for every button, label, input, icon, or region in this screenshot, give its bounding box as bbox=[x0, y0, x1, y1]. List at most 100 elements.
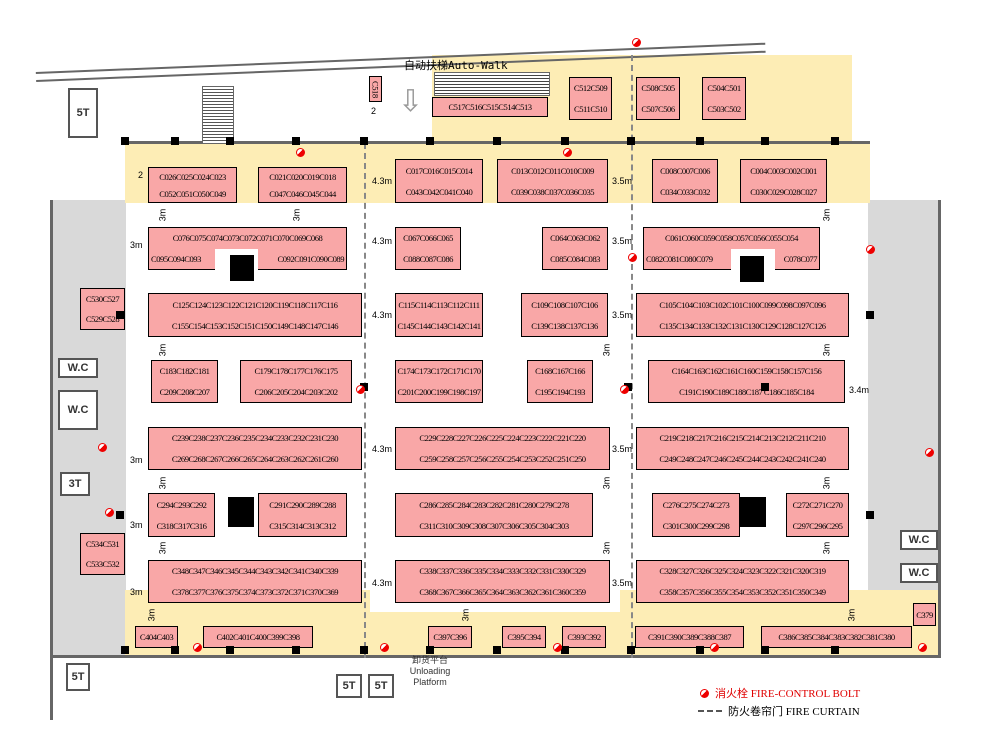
booth-row-top: C164C163C162C161C160C159C158C157C156 bbox=[671, 366, 822, 377]
pillar bbox=[226, 646, 234, 654]
booth-row-bottom: C507C506 bbox=[641, 103, 675, 114]
booth-row-bottom: C503C502 bbox=[707, 103, 741, 114]
booth-row-top: C125C124C123C122C121C120C119C118C117C116 bbox=[172, 299, 338, 310]
booth-block[interactable]: C386C385C384C383C382C381C380 bbox=[761, 626, 912, 648]
booth-row-bottom: C297C296C295 bbox=[792, 520, 843, 531]
aisle-width-label: 3.5m bbox=[612, 444, 633, 454]
pillar bbox=[426, 137, 434, 145]
fire-bolt-icon bbox=[356, 385, 365, 394]
aisle-width-label: 3m bbox=[130, 455, 143, 465]
booth-block[interactable]: C391C390C389C388C387 bbox=[635, 626, 744, 648]
booth-row-bottom: C201C200C199C198C197 bbox=[397, 386, 481, 397]
auto-walk bbox=[434, 72, 550, 96]
booth-row-bottom: C311C310C309C308C307C306C305C304C303 bbox=[419, 520, 569, 531]
booth-row-top: C393C392 bbox=[567, 632, 601, 642]
booth-block[interactable]: C328C327C326C325C324C323C322C321C320C319… bbox=[636, 560, 849, 603]
pillar bbox=[627, 646, 635, 654]
booth-block[interactable]: C517C516C515C514C513 bbox=[432, 97, 548, 117]
aisle-width-label: 4.3m bbox=[372, 578, 393, 588]
pillar bbox=[831, 137, 839, 145]
booth-block[interactable]: C404C403 bbox=[135, 626, 178, 648]
aisle-width-label: 3m bbox=[157, 343, 168, 357]
fire-bolt-icon bbox=[105, 508, 114, 517]
booth-row-top: C061C060C059C058C057C056C055C054 bbox=[665, 233, 798, 244]
booth-row-top: C076C075C074C073C072C071C070C069C068 bbox=[172, 233, 323, 244]
fire-bolt-icon bbox=[563, 148, 572, 157]
unloading-cn: 卸货平台 bbox=[411, 655, 448, 665]
booth-block[interactable]: C518 bbox=[369, 76, 382, 102]
booth-row-bottom: C088C087C086 bbox=[403, 253, 453, 264]
booth-row-top: C064C063C062 bbox=[550, 233, 600, 244]
fire-curtain-icon bbox=[698, 710, 722, 712]
booth-row-bottom: C043C042C041C040 bbox=[405, 186, 473, 197]
aisle-width-label: 3m bbox=[157, 208, 168, 222]
booth-block[interactable]: C348C347C346C345C344C343C342C341C340C339… bbox=[148, 560, 362, 603]
booth-block[interactable]: C239C238C237C236C235C234C233C232C231C230… bbox=[148, 427, 362, 470]
booth-row-bottom: C135C134C133C132C131C130C129C128C127C126 bbox=[659, 320, 826, 331]
booth-block[interactable]: C393C392 bbox=[562, 626, 606, 648]
booth-block[interactable]: C219C218C217C216C215C214C213C212C211C210… bbox=[636, 427, 849, 470]
booth-block[interactable]: C402C401C400C399C398 bbox=[203, 626, 313, 648]
booth-row-top: C348C347C346C345C344C343C342C341C340C339 bbox=[171, 566, 339, 577]
booth-block[interactable]: C379 bbox=[913, 603, 936, 626]
aisle-width-label: 3m bbox=[157, 541, 168, 555]
aisle-width-label: 4.3m bbox=[372, 444, 393, 454]
booth-row-top: C512C509 bbox=[573, 83, 608, 94]
bottom-wall bbox=[52, 655, 940, 658]
pillar bbox=[561, 646, 569, 654]
booth-block[interactable]: C338C337C336C335C334C333C332C331C330C329… bbox=[395, 560, 610, 603]
fire-curtain-line bbox=[631, 55, 633, 658]
fire-bolt-icon bbox=[918, 643, 927, 652]
booth-block[interactable]: C125C124C123C122C121C120C119C118C117C116… bbox=[148, 293, 362, 337]
aisle-width-label: 3m bbox=[460, 608, 471, 622]
right-wall bbox=[938, 200, 941, 658]
booth-row-top: C379 bbox=[916, 609, 933, 620]
booth-block[interactable]: C397C396 bbox=[428, 626, 472, 648]
booth-row-bottom: C368C367C366C365C364C363C362C361C360C359 bbox=[419, 586, 586, 597]
booth-row-top: C291C290C289C288 bbox=[269, 499, 336, 510]
aisle-width-label: 2 bbox=[371, 106, 377, 116]
elevator-5t: 5T bbox=[368, 674, 394, 698]
pillar bbox=[493, 646, 501, 654]
booth-block[interactable]: C395C394 bbox=[502, 626, 546, 648]
fire-bolt-icon bbox=[98, 443, 107, 452]
booth-row-bottom: C145C144C143C142C141 bbox=[397, 320, 481, 331]
pillar bbox=[561, 137, 569, 145]
booth-row-bottom: C511C510 bbox=[574, 103, 607, 114]
booth-row-top: C286C285C284C283C282C281C280C279C278 bbox=[419, 499, 569, 510]
elevator-5t: 5T bbox=[66, 663, 90, 691]
aisle-width-label: 3.5m bbox=[612, 176, 633, 186]
aisle-width-label: 3m bbox=[157, 476, 168, 490]
booth-block[interactable]: C105C104C103C102C101C100C099C098C097C096… bbox=[636, 293, 849, 337]
booth-block[interactable]: C229C228C227C226C225C224C223C222C221C220… bbox=[395, 427, 610, 470]
booth-row-top: C508C505 bbox=[641, 83, 675, 94]
elevator-shaft bbox=[228, 497, 254, 527]
fire-bolt-icon bbox=[925, 448, 934, 457]
